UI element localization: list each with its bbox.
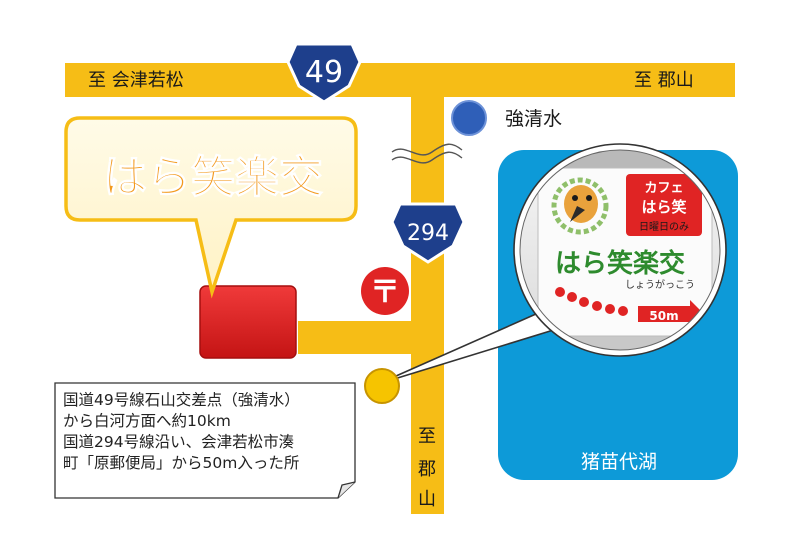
cafe-board [626,174,702,236]
post-office-icon: 〒 [370,275,400,310]
to-koriyama-side-char-1: 至 [418,426,436,447]
directions-line-3: 国道294号線沿い、会津若松市湊 [63,433,295,451]
note-page-curl [337,481,356,499]
dotted-trail [555,287,628,316]
cafe-line2: はら笑 [641,198,686,216]
directions-line-2: から白河方面へ約10km [63,412,231,430]
directions-line-4: 町「原郵便局」から50m入った所 [63,454,300,472]
to-koriyama-side-char-3: 山 [418,489,436,510]
bird-logo [551,177,609,235]
callout-title: はら笑楽交 [103,152,323,203]
post-office-marker: 〒 [361,267,409,315]
to-koriyama-top-label: 至 郡山 [634,70,694,91]
directions-text: 国道49号線石山交差点（強清水） から白河方面へ約10km 国道294号線沿い、… [55,383,355,498]
side-road [298,321,418,354]
photo-callout: カフェ はら笑 日曜日のみ はら笑楽交 しょうがっこう 50m [377,143,727,385]
cafe-line3: 日曜日のみ [639,221,689,233]
directions-line-1: 国道49号線石山交差点（強清水） [63,391,300,409]
lake-label: 猪苗代湖 [581,451,657,473]
kiyomizu-label: 強清水 [505,108,562,130]
route-49-sign: 49 [286,42,362,104]
route-294-sign: 294 [390,202,466,264]
to-koriyama-side-char-2: 郡 [418,459,436,480]
cafe-line1: カフェ [644,181,683,196]
photo-location-marker [364,368,400,404]
kiyomizu-marker [451,100,487,136]
sign-distance: 50m [649,309,678,323]
national-route-49 [65,63,735,97]
distance-arrow [638,300,704,328]
route-294-number: 294 [407,221,449,246]
national-route-294 [411,97,444,514]
title-callout: はら笑楽交 [64,116,358,299]
sign-reading: しょうがっこう [625,278,695,291]
road-break-mark [391,143,463,164]
destination-marker [199,285,297,359]
route-49-number: 49 [305,55,343,90]
sign-title: はら笑楽交 [555,248,685,279]
to-aizu-label: 至 会津若松 [88,70,184,91]
